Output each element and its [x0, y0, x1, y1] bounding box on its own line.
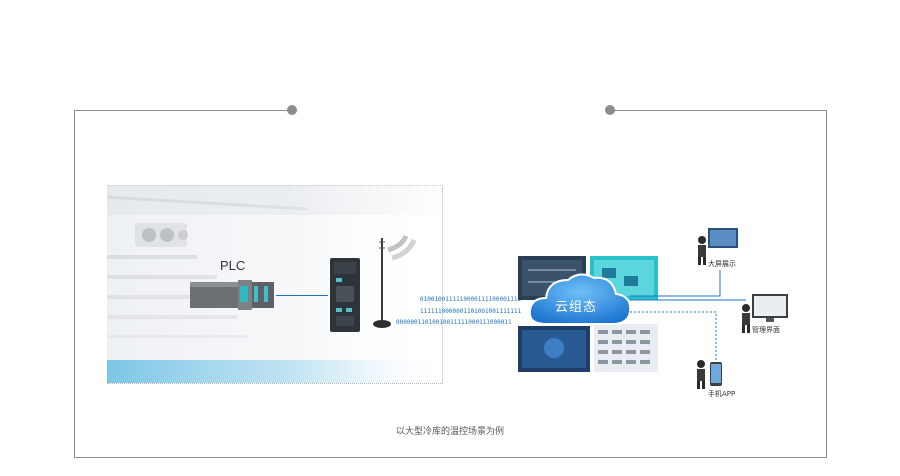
- device-connections: [630, 270, 746, 366]
- bitstream-line-1: 0100100111110000111100001111: [420, 296, 522, 303]
- presenter-screen-icon: [698, 228, 738, 265]
- desktop-monitor-icon: [742, 294, 788, 333]
- caption: 以大型冷库的温控场景为例: [395, 427, 504, 437]
- antenna-icon: [373, 234, 417, 328]
- mobile-phone-icon: [697, 360, 722, 389]
- device-label-management: 管理界面: [752, 326, 780, 334]
- bitstream-line-2: 1111110000001101001001111111: [420, 308, 522, 315]
- plc-label: PLC: [220, 258, 246, 273]
- cold-storage-scene: [107, 185, 443, 383]
- frame-top-right: [610, 110, 827, 111]
- bitstream-line-3: 00000011010010011111000111000011: [396, 319, 512, 326]
- plc-device-icon: [190, 280, 274, 310]
- plc-gateway-link: [276, 295, 328, 296]
- frame-left: [74, 110, 75, 458]
- frame-dot-right: [605, 105, 615, 115]
- gateway-device-icon: [330, 258, 360, 332]
- scene-border: [107, 185, 443, 384]
- cold-storage-illustration: [107, 185, 443, 383]
- device-label-big-screen: 大屏展示: [708, 260, 736, 268]
- frame-dot-left: [287, 105, 297, 115]
- device-label-mobile: 手机APP: [708, 390, 736, 398]
- cloud-label: 云组态: [555, 300, 598, 315]
- frame-bottom: [74, 457, 827, 458]
- frame-top-left: [74, 110, 292, 111]
- frame-right: [826, 110, 827, 458]
